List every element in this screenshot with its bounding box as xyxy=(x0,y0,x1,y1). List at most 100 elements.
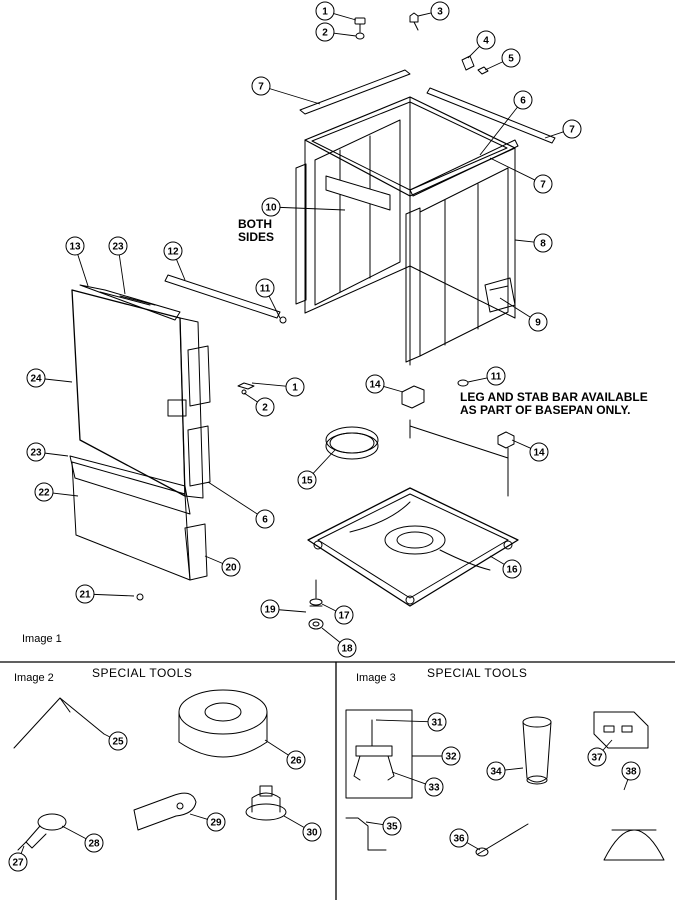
leader-line-35 xyxy=(365,821,384,826)
callout-29: 29 xyxy=(206,812,226,832)
callout-number: 14 xyxy=(369,380,381,391)
hardware-top xyxy=(354,12,489,75)
callout-30: 30 xyxy=(302,822,322,842)
callout-number: 2 xyxy=(322,28,328,39)
bracket-14-left xyxy=(401,385,425,409)
callout-18: 18 xyxy=(337,638,357,658)
rail-12 xyxy=(164,274,287,324)
leader-line-16 xyxy=(489,555,505,565)
callout-circle xyxy=(206,812,226,832)
callout-number: 6 xyxy=(262,515,268,526)
callout-circle xyxy=(8,852,28,872)
callout-circle xyxy=(108,731,128,751)
callout-11: 11 xyxy=(255,278,275,298)
callout-19: 19 xyxy=(260,599,280,619)
leader-line-9 xyxy=(499,297,531,318)
callout-7: 7 xyxy=(562,119,582,139)
tool-38-brush xyxy=(603,829,665,861)
ring-15 xyxy=(325,426,379,460)
callout-28: 28 xyxy=(84,833,104,853)
leader-line-6 xyxy=(479,106,518,156)
callout-circle xyxy=(255,278,275,298)
leader-line-15 xyxy=(312,449,336,474)
callout-circle xyxy=(533,174,553,194)
callout-1: 1 xyxy=(315,1,335,21)
callout-number: 27 xyxy=(12,858,24,869)
tool-31-32-33-puller xyxy=(353,719,395,781)
leader-line-5 xyxy=(484,61,504,71)
image1-label: Image 1 xyxy=(22,633,62,645)
leader-line-19 xyxy=(278,609,307,613)
callout-21: 21 xyxy=(75,584,95,604)
callout-number: 30 xyxy=(306,828,318,839)
callout-number: 25 xyxy=(112,737,124,748)
callout-number: 11 xyxy=(260,284,271,295)
leader-line-12 xyxy=(176,259,186,281)
callout-2: 2 xyxy=(255,397,275,417)
callout-circle xyxy=(261,197,281,217)
callout-circle xyxy=(502,559,522,579)
callout-6: 6 xyxy=(255,509,275,529)
leader-line-36 xyxy=(466,842,481,851)
leg-note-line2: AS PART OF BASEPAN ONLY. xyxy=(460,403,631,417)
callout-number: 7 xyxy=(540,180,546,191)
callout-2: 2 xyxy=(315,22,335,42)
callout-circle xyxy=(302,822,322,842)
leader-line-7 xyxy=(269,88,321,105)
callout-circle xyxy=(528,312,548,332)
cabinet-frame xyxy=(304,96,516,366)
side-panel-right xyxy=(405,207,421,363)
toe-panel xyxy=(69,455,208,601)
hinge-hardware xyxy=(237,382,255,395)
callout-circle xyxy=(334,605,354,625)
callout-number: 18 xyxy=(341,644,353,655)
leader-line-18 xyxy=(321,627,341,643)
callout-number: 34 xyxy=(490,767,502,778)
leader-line-22 xyxy=(52,492,79,497)
callout-27: 27 xyxy=(8,852,28,872)
callout-number: 24 xyxy=(30,374,42,385)
callout-number: 4 xyxy=(483,36,489,47)
callout-23: 23 xyxy=(108,236,128,256)
bracket-9 xyxy=(484,277,516,313)
callout-circle xyxy=(255,397,275,417)
leader-line-20 xyxy=(204,555,223,564)
callout-circle xyxy=(75,584,95,604)
leader-line-23 xyxy=(44,452,69,457)
callout-9: 9 xyxy=(528,312,548,332)
callout-circle xyxy=(424,777,444,797)
callout-circle xyxy=(260,599,280,619)
leader-line-28 xyxy=(61,825,87,840)
callout-circle xyxy=(108,236,128,256)
image3-label: Image 3 xyxy=(356,672,396,684)
callout-circle xyxy=(587,747,607,767)
callout-33: 33 xyxy=(424,777,444,797)
leader-line-30 xyxy=(283,815,305,828)
callout-36: 36 xyxy=(449,828,469,848)
leader-line-25 xyxy=(103,733,111,738)
callout-number: 19 xyxy=(264,605,276,616)
leader-line-10 xyxy=(279,206,346,211)
leader-line-34 xyxy=(504,767,524,771)
tool-36-dropper xyxy=(475,823,529,857)
callout-circle xyxy=(255,509,275,529)
callout-number: 23 xyxy=(30,448,42,459)
callout-34: 34 xyxy=(486,761,506,781)
screw-11-right xyxy=(457,379,469,387)
callout-circle xyxy=(427,712,447,732)
callout-circle xyxy=(501,48,521,68)
callout-circle xyxy=(533,233,553,253)
leg-note-line1: LEG AND STAB BAR AVAILABLE xyxy=(460,390,648,404)
callout-number: 33 xyxy=(428,783,440,794)
special-tools-title-left: SPECIAL TOOLS xyxy=(92,666,193,680)
callout-number: 37 xyxy=(591,753,603,764)
callout-15: 15 xyxy=(297,470,317,490)
callout-number: 12 xyxy=(167,247,179,258)
leg-stab-bar-note: LEG AND STAB BAR AVAILABLE AS PART OF BA… xyxy=(460,391,648,417)
callout-number: 3 xyxy=(437,7,443,18)
tool-35-clip xyxy=(345,817,387,851)
tool-26-ring xyxy=(178,689,268,758)
top-rails xyxy=(299,69,556,197)
callout-number: 28 xyxy=(88,839,100,850)
